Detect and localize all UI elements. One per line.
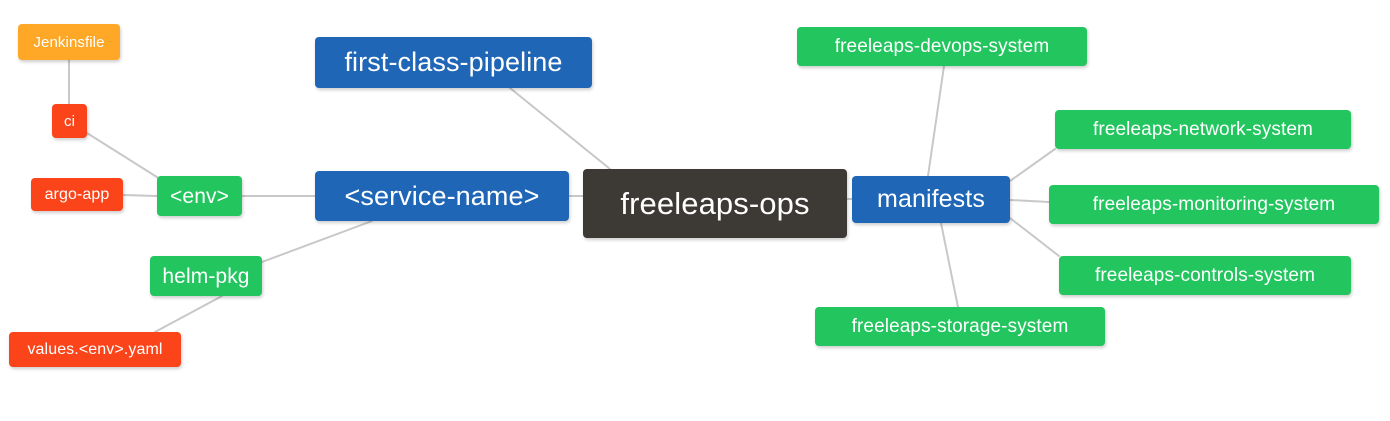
node-label-freeleaps-devops-system: freeleaps-devops-system	[834, 36, 1050, 57]
node-label-first-class-pipeline: first-class-pipeline	[344, 47, 563, 77]
node-first-class-pipeline[interactable]: first-class-pipeline	[315, 37, 592, 88]
edge-ci-to-env	[86, 132, 161, 180]
edge-helm-pkg-to-service-name	[261, 220, 373, 263]
node-manifests[interactable]: manifests	[852, 176, 1010, 223]
node-label-freeleaps-controls-system: freeleaps-controls-system	[1094, 265, 1316, 286]
node-ci[interactable]: ci	[52, 104, 87, 138]
node-freeleaps-network-system[interactable]: freeleaps-network-system	[1055, 110, 1351, 149]
node-label-env: <env>	[170, 184, 229, 208]
edge-manifests-to-freeleaps-network-system	[1009, 148, 1056, 182]
node-env[interactable]: <env>	[157, 176, 242, 216]
edge-argo-app-to-env	[122, 194, 158, 197]
edge-first-class-pipeline-to-freeleaps-ops	[509, 87, 611, 170]
node-freeleaps-devops-system[interactable]: freeleaps-devops-system	[797, 27, 1087, 66]
node-label-freeleaps-monitoring-system: freeleaps-monitoring-system	[1092, 194, 1336, 215]
node-service-name[interactable]: <service-name>	[315, 171, 569, 221]
edge-values-yaml-to-helm-pkg	[154, 295, 223, 333]
node-label-service-name: <service-name>	[344, 180, 540, 211]
node-label-argo-app: argo-app	[44, 185, 110, 203]
node-label-values-yaml: values.<env>.yaml	[27, 340, 163, 358]
node-label-freeleaps-storage-system: freeleaps-storage-system	[851, 316, 1069, 337]
node-freeleaps-controls-system[interactable]: freeleaps-controls-system	[1059, 256, 1351, 295]
node-label-freeleaps-ops: freeleaps-ops	[620, 186, 810, 221]
node-label-ci: ci	[63, 112, 76, 130]
node-freeleaps-ops[interactable]: freeleaps-ops	[583, 169, 847, 238]
edge-manifests-to-freeleaps-storage-system	[940, 222, 959, 308]
node-argo-app[interactable]: argo-app	[31, 178, 123, 211]
node-freeleaps-monitoring-system[interactable]: freeleaps-monitoring-system	[1049, 185, 1379, 224]
node-values-yaml[interactable]: values.<env>.yaml	[9, 332, 181, 367]
node-freeleaps-storage-system[interactable]: freeleaps-storage-system	[815, 307, 1105, 346]
edge-manifests-to-freeleaps-monitoring-system	[1009, 199, 1050, 203]
node-label-helm-pkg: helm-pkg	[162, 264, 250, 288]
node-label-freeleaps-network-system: freeleaps-network-system	[1093, 119, 1313, 140]
node-jenkinsfile[interactable]: Jenkinsfile	[18, 24, 120, 60]
edge-manifests-to-freeleaps-devops-system	[927, 65, 945, 177]
node-label-manifests: manifests	[877, 185, 985, 213]
node-helm-pkg[interactable]: helm-pkg	[150, 256, 262, 296]
node-label-jenkinsfile: Jenkinsfile	[33, 33, 105, 51]
